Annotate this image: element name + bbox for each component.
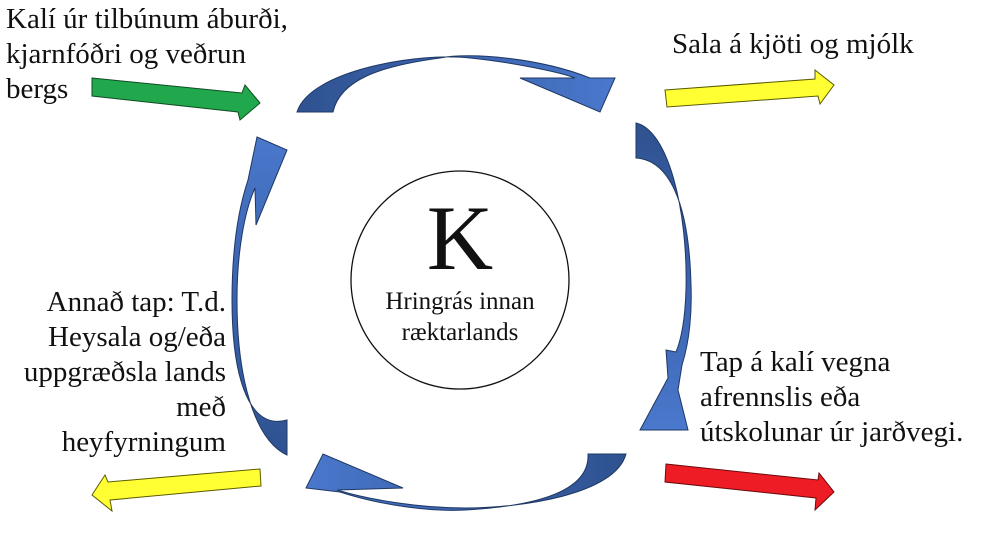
other-loss-label-line: Annað tap: T.d.: [46, 286, 226, 318]
center-node: K Hringrás innan ræktarlands: [350, 170, 570, 390]
other-loss-label-line: heyfyrningum: [61, 426, 226, 458]
other-loss-label-line: með: [176, 391, 226, 423]
center-caption: Hringrás innan ræktarlands: [350, 286, 570, 348]
sales-label-line: Sala á kjöti og mjólk: [672, 28, 914, 60]
input-label: Kalí úr tilbúnum áburði, kjarnfóðri og v…: [6, 2, 288, 107]
cycle-arrow-top: [296, 55, 616, 113]
sales-label: Sala á kjöti og mjólk: [672, 27, 914, 62]
input-label-line: kjarnfóðri og veðrun: [6, 38, 246, 70]
center-circle: [350, 170, 570, 390]
other-loss-label: Annað tap: T.d. Heysala og/eða uppgræðsl…: [24, 285, 226, 460]
leaching-label-line: afrennslis eða: [700, 381, 861, 413]
potassium-symbol: K: [426, 187, 494, 289]
leaching-label: Tap á kalí vegna afrennslis eða útskolun…: [700, 345, 963, 450]
input-label-line: Kalí úr tilbúnum áburði,: [6, 3, 288, 35]
other-loss-label-line: Heysala og/eða: [48, 321, 226, 353]
yellow-other-loss-arrow: [91, 468, 262, 513]
cycle-arrow-right-shape: [635, 122, 692, 431]
leaching-label-line: útskolunar úr jarðvegi.: [700, 416, 964, 448]
leaching-label-line: Tap á kalí vegna: [700, 346, 891, 378]
green-input-arrow: [91, 77, 261, 121]
yellow-sales-arrow: [664, 68, 835, 108]
red-leaching-arrow: [664, 463, 835, 512]
center-caption-line: ræktarlands: [401, 319, 519, 346]
other-loss-label-line: uppgræðsla lands: [23, 356, 226, 388]
cycle-arrow-bottom: [305, 453, 627, 511]
center-caption-line: Hringrás innan: [385, 288, 535, 315]
cycle-arrow-left: [231, 136, 288, 456]
input-label-line: bergs: [6, 73, 69, 105]
